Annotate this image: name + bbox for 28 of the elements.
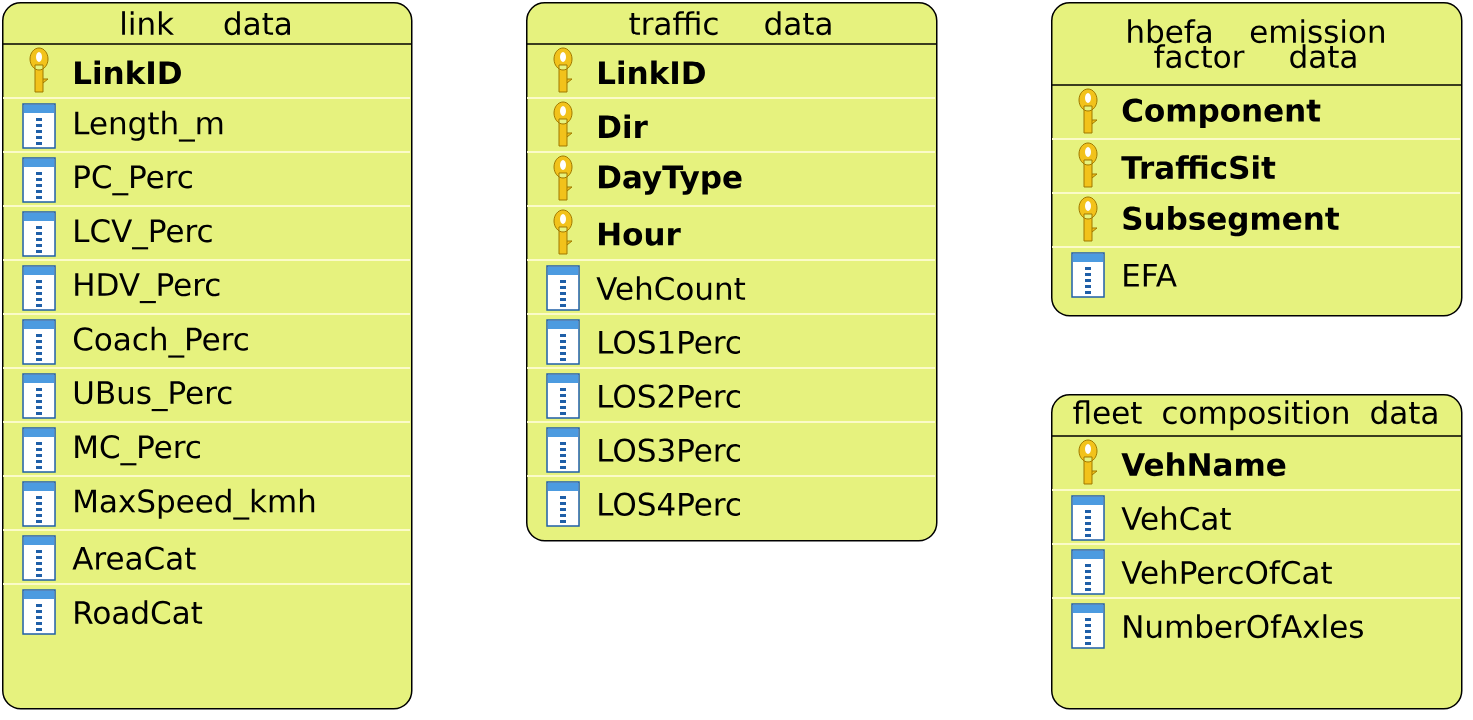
column-row: DayType [599,165,742,195]
column-row: AreaCat [72,546,196,570]
column-row: Component [1122,98,1321,128]
column-row: LOS1Perc [599,330,740,354]
column-row: Subsegment [1123,206,1339,237]
column-row: NumberOfAxles [1124,614,1363,639]
column-row: MC_Perc [75,435,200,466]
column-row: LOS2Perc [599,384,740,408]
column-row: LCV_Perc [75,219,212,250]
column-row: LOS3Perc [599,438,740,462]
column-row: Dir [599,114,648,138]
column-row: RoadCat [75,600,203,625]
column-row: Hour [599,222,681,246]
column-row: VehCount [596,276,746,301]
column-row: Length_m [75,110,223,142]
column-row: TrafficSit [1121,155,1276,180]
column-row: LOS4Perc [599,492,740,516]
column-row: UBus_Perc [74,381,232,412]
column-row: Coach_Perc [73,326,248,358]
column-row: VehPercOfCat [1121,560,1332,585]
column-row: VehName [1121,452,1286,477]
column-row: LinkID [599,60,705,84]
column-row: MaxSpeed_kmh [75,488,315,520]
column-row: LinkID [75,60,181,84]
column-row: VehCat [1121,506,1231,531]
column-row: PC_Perc [75,165,192,196]
column-row: HDV_Perc [75,273,220,304]
column-row: EFA [1124,263,1177,287]
